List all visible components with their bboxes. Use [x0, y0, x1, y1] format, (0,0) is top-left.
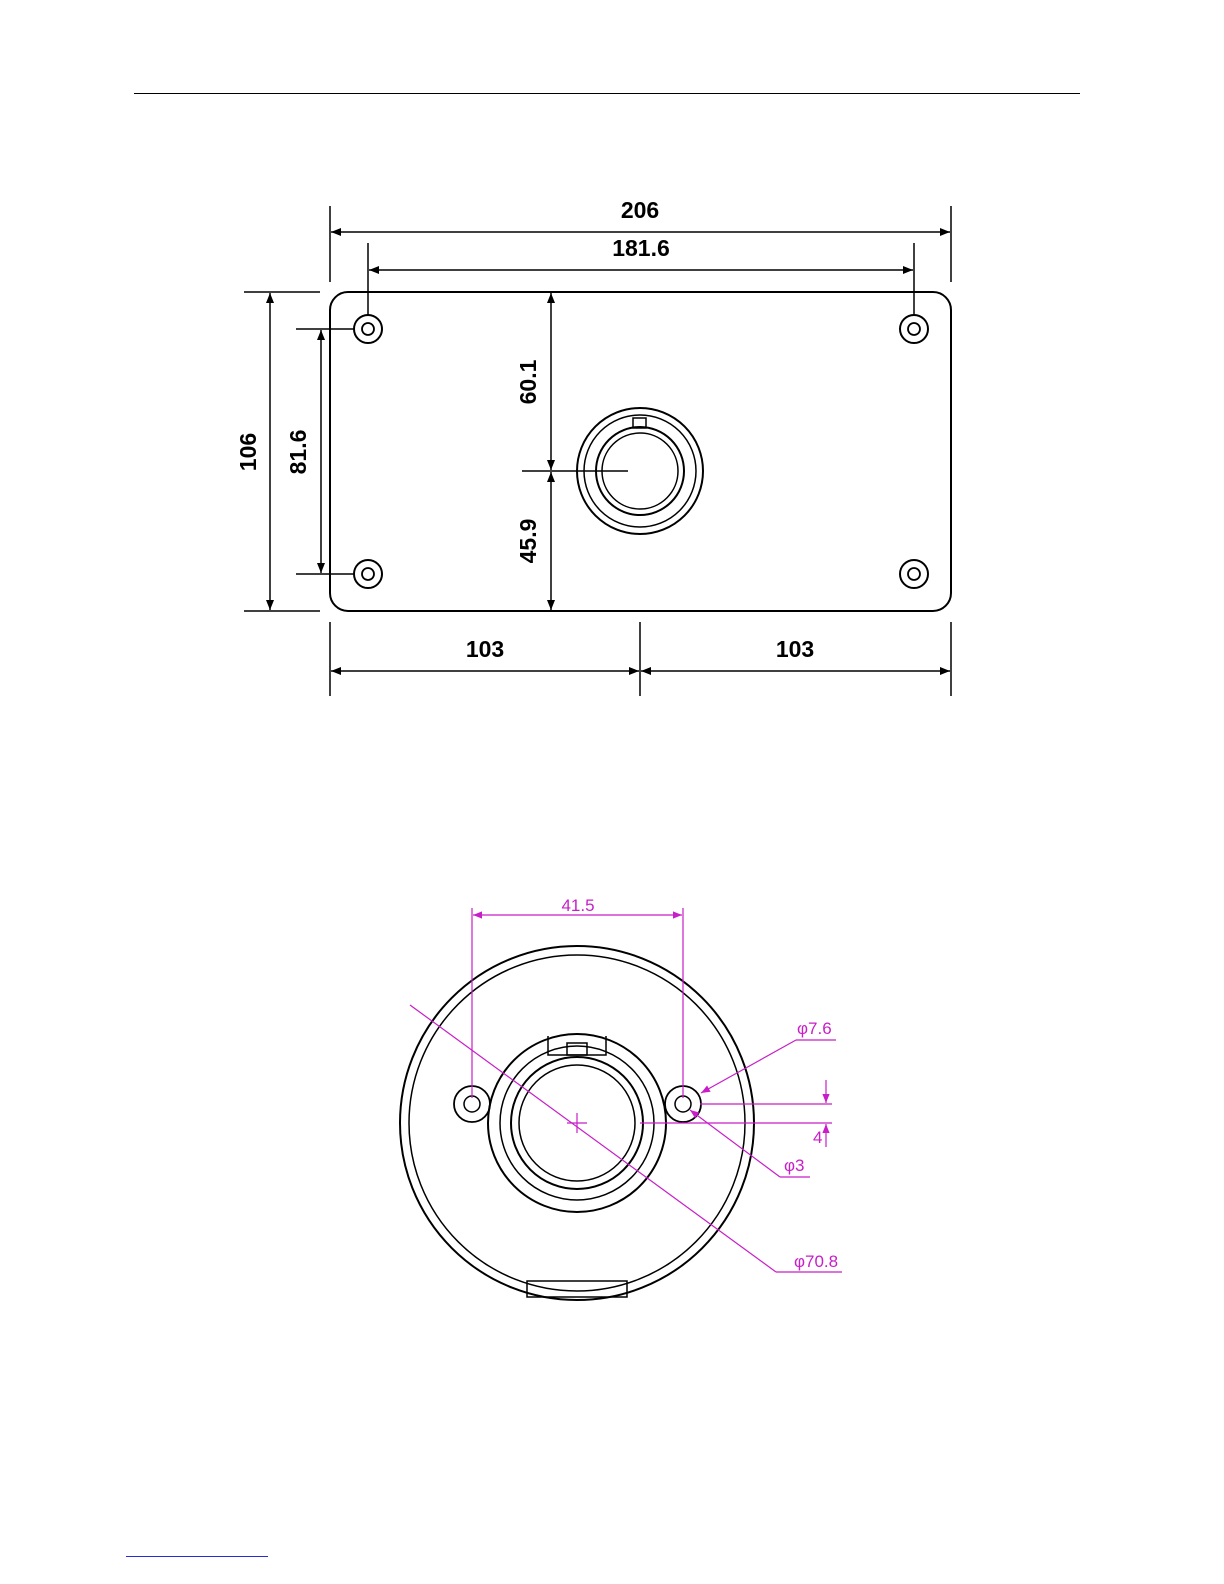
label-overall-width: 206: [621, 197, 659, 223]
leader-hole: [690, 1110, 780, 1177]
label-hole-spacing-y: 81.6: [285, 430, 311, 475]
bottom-notch: [527, 1281, 627, 1297]
mounting-hole-tl: [354, 315, 382, 343]
leader-outer-dia: [410, 1005, 776, 1272]
center-port: [522, 408, 703, 534]
label-overall-height: 106: [235, 433, 261, 471]
mounting-hole-bl: [354, 560, 382, 588]
label-center-from-bottom: 45.9: [515, 519, 541, 564]
label-hole-offset: 41.5: [561, 896, 594, 915]
label-counterbore-dia: φ7.6: [797, 1019, 832, 1038]
mounting-hole-br: [900, 560, 928, 588]
leader-counterbore: [701, 1040, 796, 1093]
label-outer-dia: φ70.8: [794, 1252, 838, 1271]
label-center-from-top: 60.1: [515, 359, 541, 404]
label-half-width-right: 103: [776, 636, 814, 662]
label-offset-y: 4: [813, 1128, 822, 1147]
footer-rule: [126, 1556, 268, 1557]
label-half-width-left: 103: [466, 636, 504, 662]
plate-drawing: [244, 206, 951, 696]
mounting-hole-tr: [900, 315, 928, 343]
plate-outline: [330, 292, 951, 611]
label-hole-spacing-x: 181.6: [612, 235, 670, 261]
label-hole-dia: φ3: [784, 1156, 804, 1175]
